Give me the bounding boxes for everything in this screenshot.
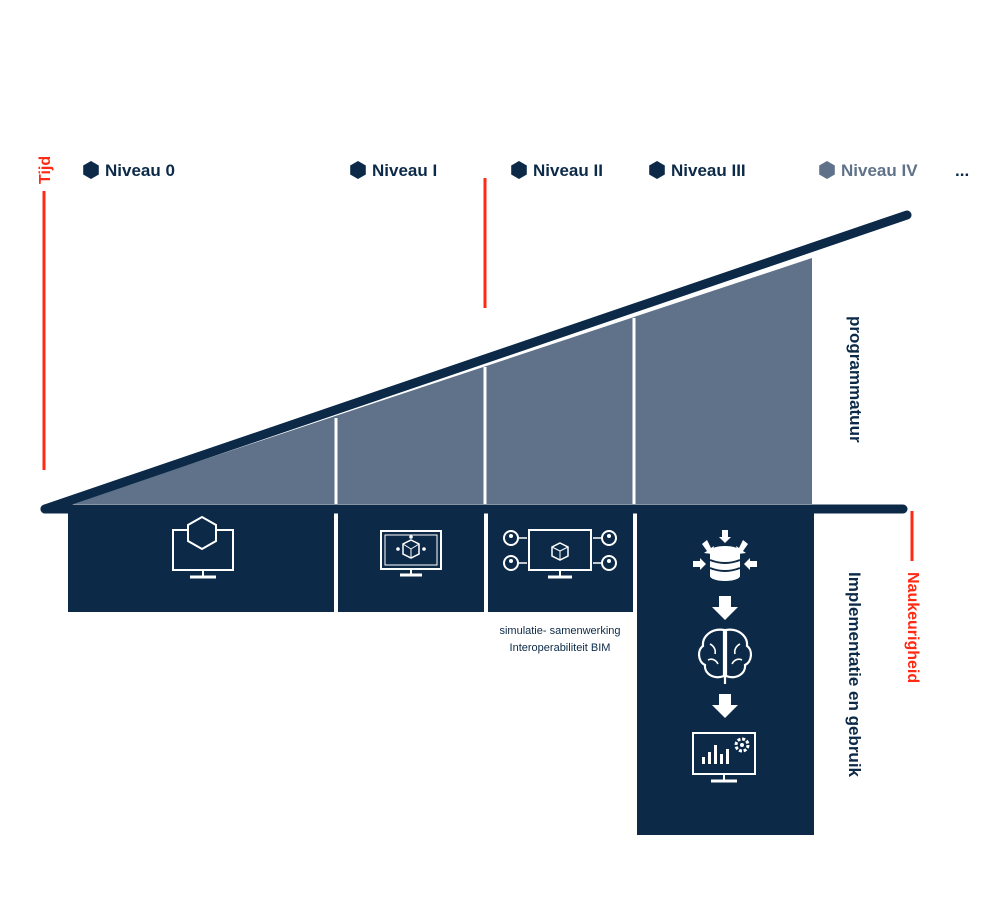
caption-line-1: simulatie- samenwerking — [499, 625, 620, 637]
level-4-label: Niveau IV — [841, 161, 918, 180]
level-header: Niveau 0 Niveau I Niveau II Niveau III N… — [83, 161, 969, 180]
analytics-monitor-icon — [692, 732, 756, 783]
level-2-label: Niveau II — [533, 161, 603, 180]
ellipsis: ... — [955, 161, 969, 180]
database-icon — [693, 530, 757, 581]
caption-line-2: Interoperabiliteit BIM — [510, 642, 611, 654]
time-axis: Tijd — [37, 156, 487, 470]
brain-icon — [698, 628, 752, 684]
level-3-label: Niveau III — [671, 161, 746, 180]
software-wedge — [40, 210, 912, 514]
time-axis-label: Tijd — [37, 156, 54, 184]
hexagon-monitor-icon — [172, 515, 234, 579]
arrow-down-icon — [712, 596, 738, 620]
level-1-hexagon-icon — [350, 161, 366, 179]
level-3-hexagon-icon — [649, 161, 665, 179]
arrow-down-icon — [712, 694, 738, 718]
level-1-label: Niveau I — [372, 161, 437, 180]
block-level-1 — [338, 509, 484, 612]
accuracy-axis-label: Naukeurigheid — [904, 572, 921, 683]
level-0-hexagon-icon — [83, 161, 99, 179]
diagonal-line — [40, 210, 912, 514]
wedge-fill — [70, 258, 812, 504]
software-axis-label: programmatuur — [846, 316, 865, 443]
implementation-axis-label: Implementatie en gebruik — [845, 572, 864, 778]
collaboration-monitor-icon — [503, 529, 617, 579]
network-cube-monitor-icon — [380, 530, 442, 577]
level-4-hexagon-icon — [819, 161, 835, 179]
level-0-label: Niveau 0 — [105, 161, 175, 180]
level-2-hexagon-icon — [511, 161, 527, 179]
